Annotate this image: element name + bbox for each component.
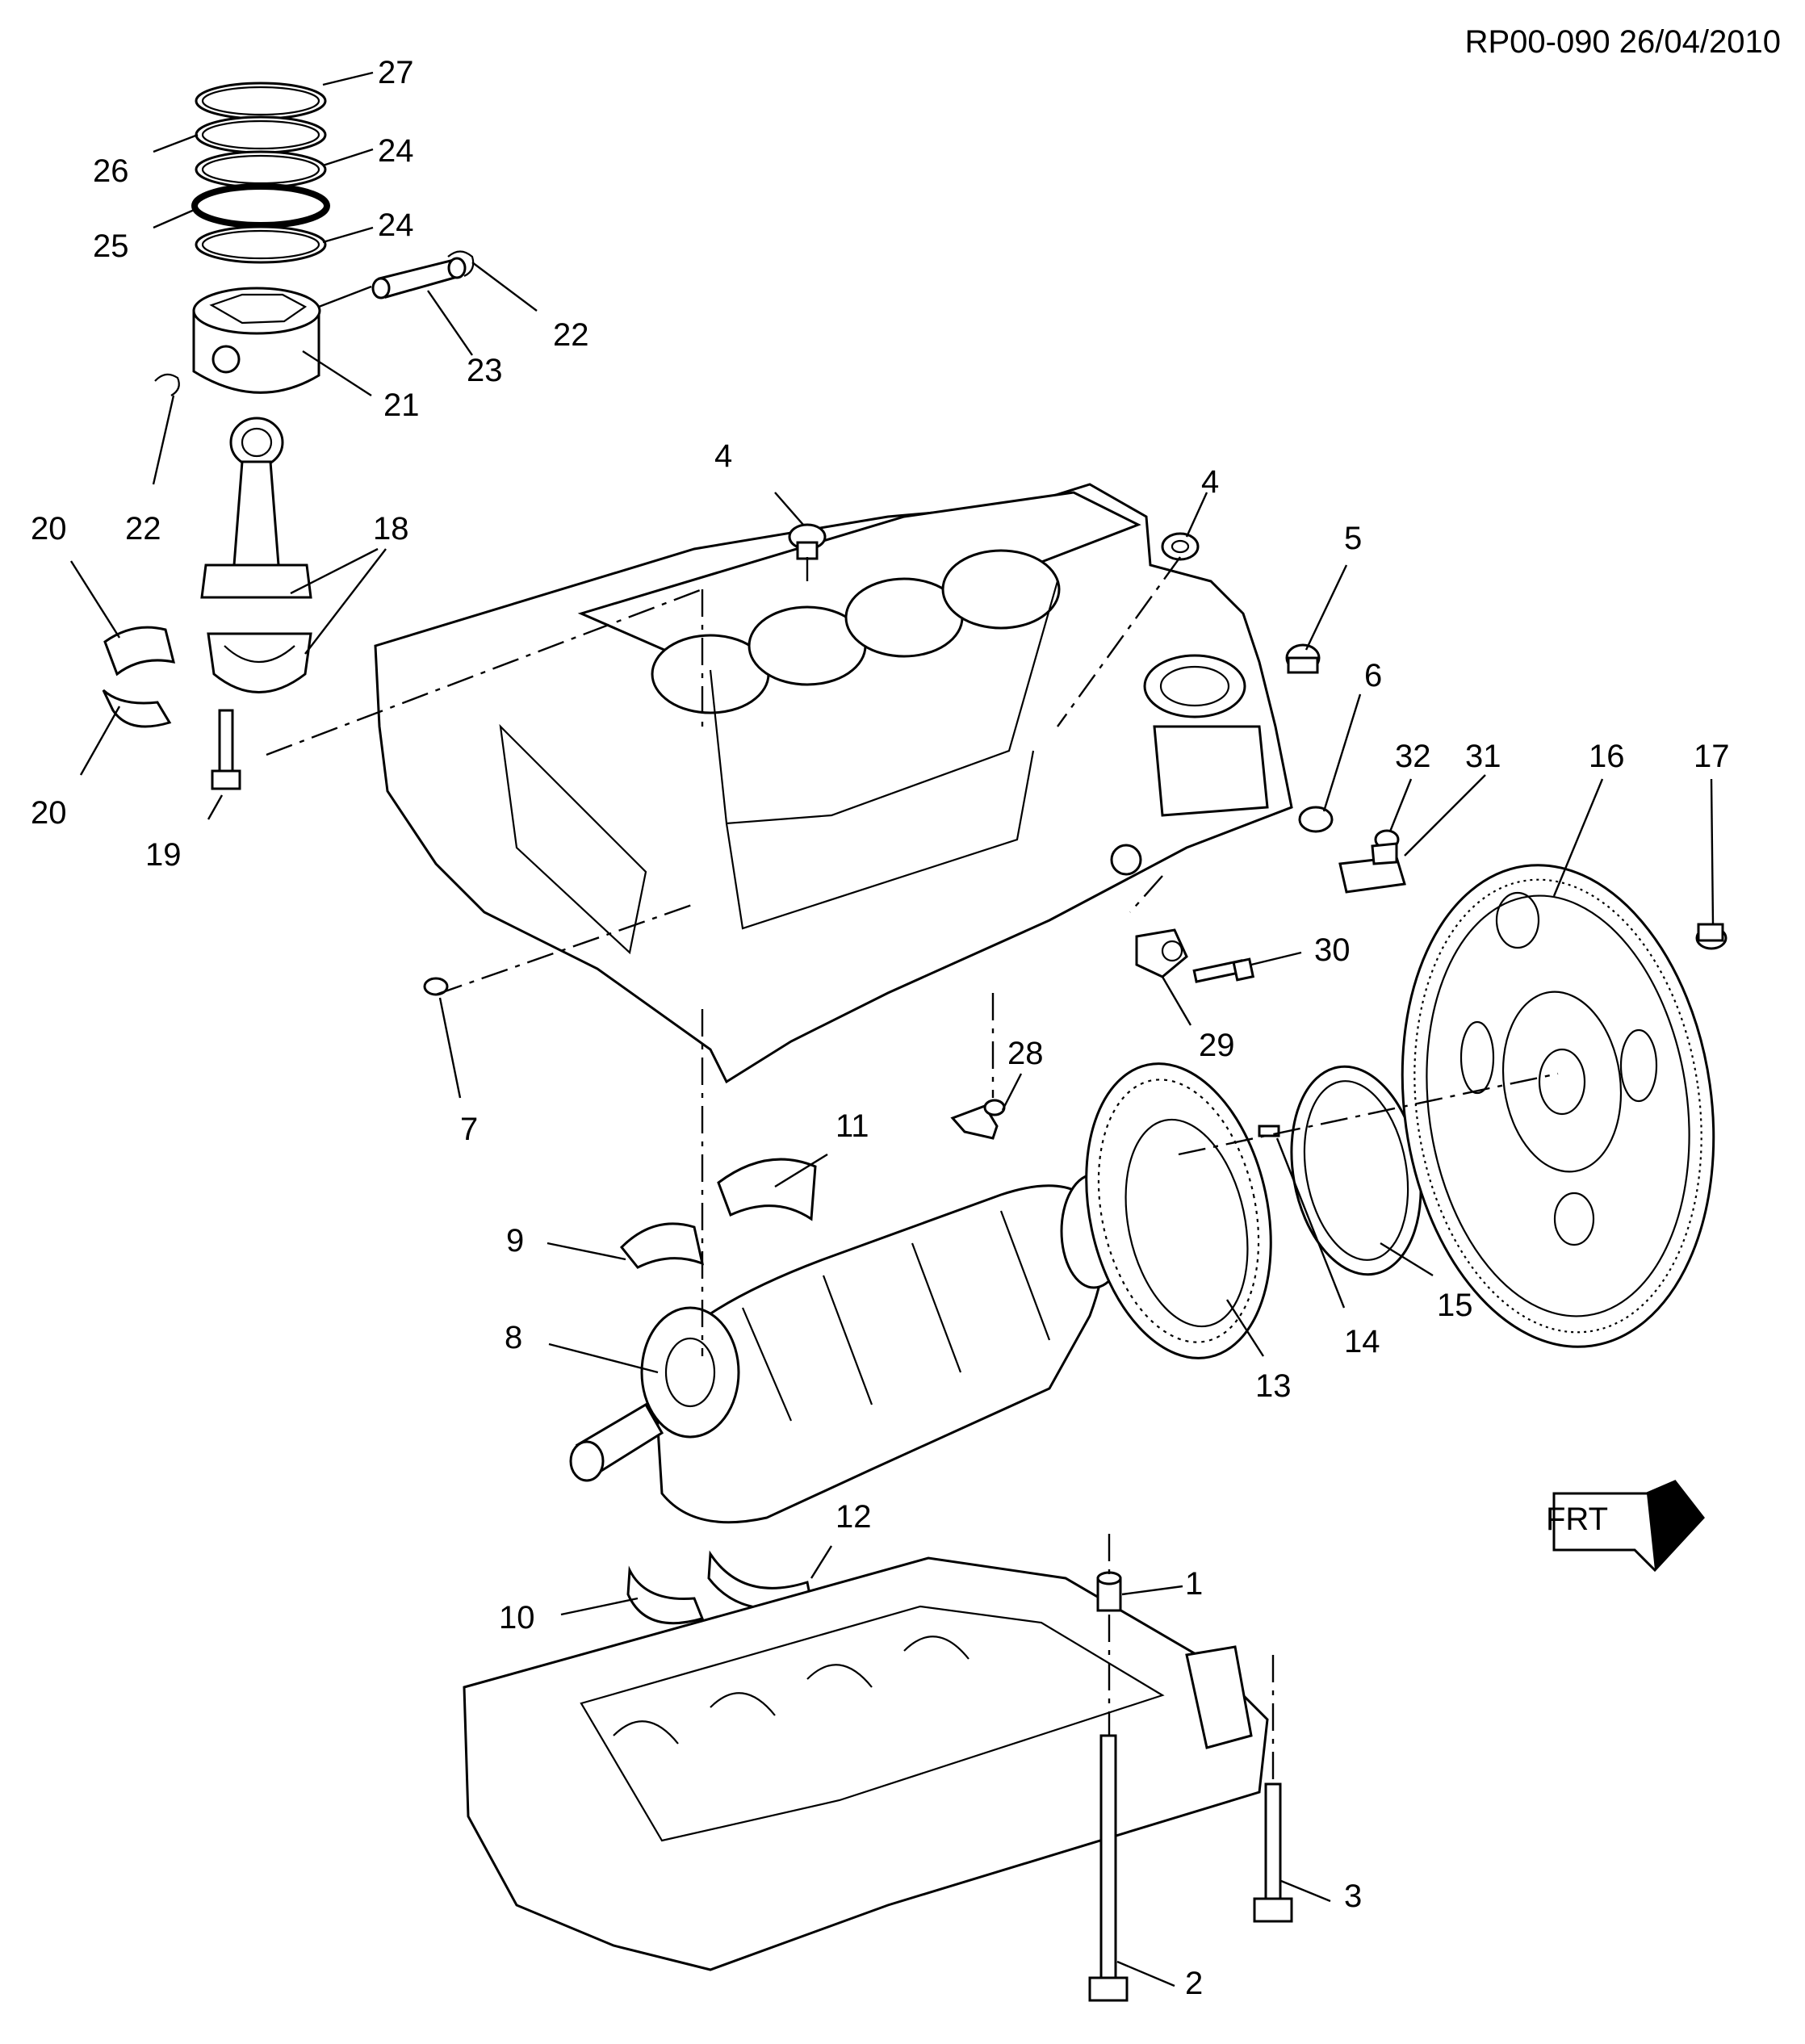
callout-12: 12	[835, 1499, 872, 1535]
callout-18: 18	[373, 511, 409, 547]
piston-ring-25[interactable]	[191, 183, 330, 228]
lower-crankcase[interactable]	[463, 1556, 1269, 1971]
callout-9: 9	[506, 1223, 524, 1259]
callout-21: 21	[383, 387, 420, 423]
callout-16: 16	[1589, 739, 1625, 774]
plug-4-top[interactable]	[788, 523, 827, 560]
callout-7: 7	[460, 1112, 478, 1147]
callout-4-top: 4	[714, 438, 732, 474]
callout-2: 2	[1185, 1966, 1203, 2001]
thrust-bearing-11[interactable]	[717, 1158, 817, 1221]
callout-29: 29	[1199, 1028, 1235, 1063]
plug-4-right[interactable]	[1161, 532, 1200, 561]
piston-ring-26[interactable]	[195, 115, 327, 154]
callout-10: 10	[499, 1600, 535, 1636]
cylinder-block[interactable]	[374, 483, 1293, 1084]
piston-ring-24-lower[interactable]	[195, 225, 327, 264]
callout-28: 28	[1007, 1036, 1044, 1071]
main-bearing-10[interactable]	[626, 1565, 705, 1625]
callout-1: 1	[1185, 1566, 1203, 1602]
knock-sensor-29[interactable]	[1135, 928, 1188, 978]
rod-bearing-20-lower[interactable]	[102, 689, 172, 728]
flywheel-16[interactable]	[1372, 844, 1744, 1367]
callout-19: 19	[145, 837, 182, 873]
flywheel-bolt-17[interactable]	[1695, 923, 1728, 950]
callout-3: 3	[1344, 1879, 1362, 1914]
callout-31: 31	[1465, 739, 1501, 774]
reluctor-ring-13[interactable]	[1061, 1046, 1296, 1376]
drain-plug-28[interactable]	[950, 1099, 1006, 1140]
callout-17: 17	[1694, 739, 1730, 774]
callout-20-upper: 20	[31, 511, 67, 547]
callout-5: 5	[1344, 521, 1362, 556]
callout-11: 11	[835, 1108, 869, 1144]
callout-30: 30	[1314, 932, 1351, 968]
callout-26: 26	[93, 153, 129, 189]
rod-bearing-20-upper[interactable]	[103, 626, 176, 676]
callout-27: 27	[378, 55, 414, 90]
piston-21[interactable]	[192, 287, 321, 394]
callout-25: 25	[93, 228, 129, 264]
crankshaft-position-sensor-31[interactable]	[1338, 842, 1406, 894]
callout-23: 23	[467, 353, 503, 388]
callout-8: 8	[505, 1320, 522, 1355]
rod-bolt-19[interactable]	[211, 709, 241, 790]
connecting-rod-18[interactable]	[200, 417, 312, 693]
callout-13: 13	[1255, 1368, 1292, 1404]
dowel-sleeve-1[interactable]	[1096, 1571, 1122, 1612]
callout-4-right: 4	[1201, 464, 1219, 500]
assembly-centerlines	[266, 556, 1559, 1784]
pin-retainer-22-right[interactable]	[447, 250, 475, 277]
callout-22-left: 22	[125, 511, 161, 547]
front-direction-label: FRT	[1546, 1502, 1608, 1537]
callout-14: 14	[1344, 1324, 1380, 1359]
knock-sensor-bolt-30[interactable]	[1192, 957, 1255, 983]
main-bearing-9[interactable]	[619, 1222, 705, 1269]
callout-15: 15	[1437, 1288, 1473, 1323]
piston-pin-23[interactable]	[371, 257, 467, 299]
callout-24-upper: 24	[378, 133, 414, 169]
leader-lines	[69, 71, 1715, 1987]
crankcase-bolt-2[interactable]	[1088, 1734, 1129, 2002]
callout-20-lower: 20	[31, 795, 67, 831]
callout-6: 6	[1364, 658, 1382, 693]
plug-5[interactable]	[1285, 643, 1321, 674]
plug-6[interactable]	[1298, 806, 1334, 833]
drawing-reference: RP00-090 26/04/2010	[1464, 24, 1781, 60]
piston-ring-27[interactable]	[195, 82, 327, 120]
crankcase-bolt-3[interactable]	[1253, 1782, 1293, 1923]
callout-32: 32	[1395, 739, 1431, 774]
callout-22-right: 22	[553, 317, 589, 353]
front-direction-arrow: FRT	[1546, 1480, 1705, 1573]
callout-labels: 1 2 3 4 4 5 6 7 8 9 10 11 12 13 14 15 16…	[31, 55, 1730, 2001]
callout-24-lower: 24	[378, 207, 414, 243]
pin-retainer-22-left[interactable]	[154, 373, 180, 396]
piston-ring-24-upper[interactable]	[195, 150, 327, 189]
